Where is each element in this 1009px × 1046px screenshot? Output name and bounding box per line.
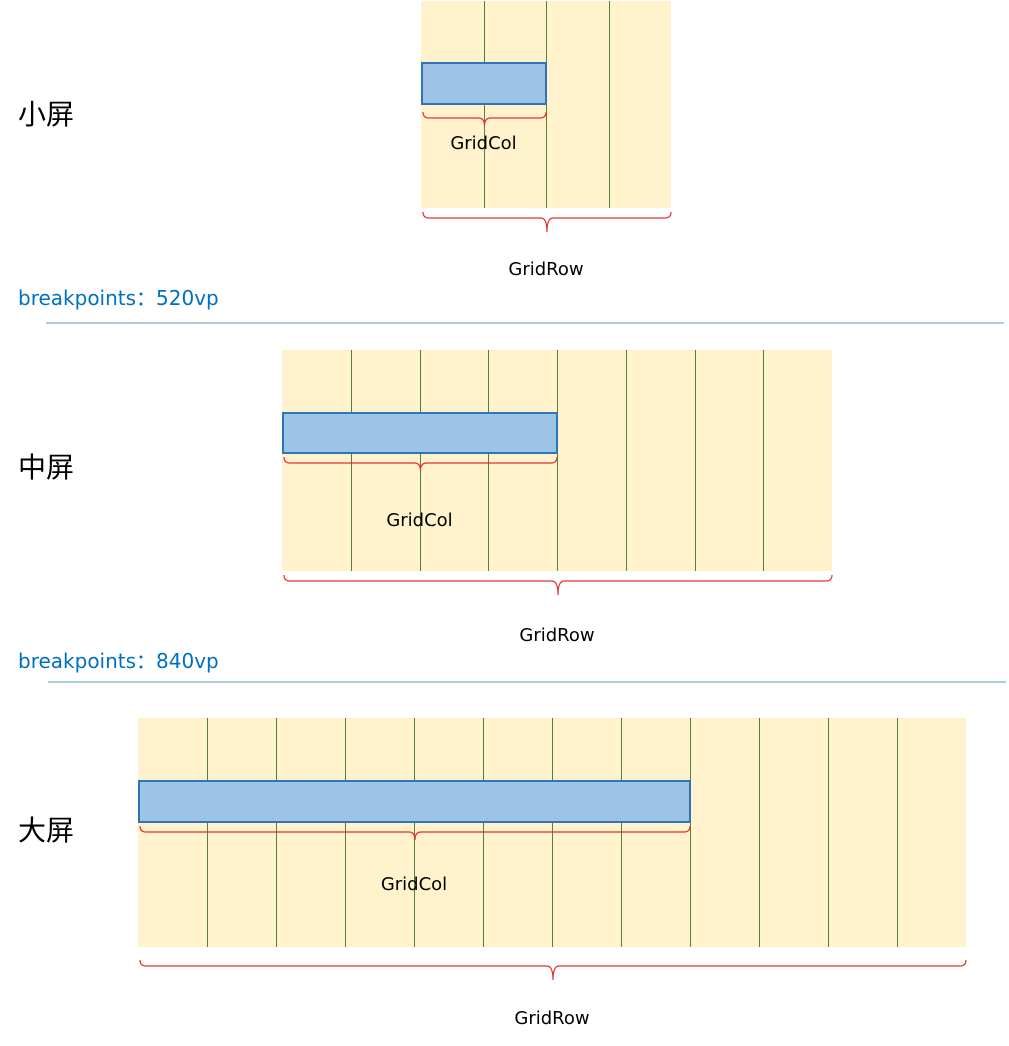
sections-layer: 小屏GridColGridRow中屏GridColGridRow大屏GridCo…	[18, 1, 967, 1029]
gridrow-label-large: GridRow	[514, 1008, 589, 1029]
screen-label-medium: 中屏	[18, 451, 74, 484]
gridcol-brace-large	[139, 825, 691, 841]
gridcol-brace-medium	[283, 456, 558, 472]
gridcol-label-small: GridCol	[450, 133, 516, 154]
gridcol-bar-small	[421, 62, 547, 105]
screen-label-large: 大屏	[18, 814, 74, 847]
gridcol-bar-medium	[282, 412, 558, 454]
breakpoint-520-label: breakpoints：520vp	[18, 286, 219, 310]
breakpoint-840-label: breakpoints：840vp	[18, 649, 219, 673]
gridrow-brace-small	[422, 211, 672, 233]
gridrow-brace-medium	[283, 574, 833, 596]
gridcol-label-large: GridCol	[381, 874, 447, 895]
screen-label-small: 小屏	[18, 98, 74, 131]
gridrow-label-small: GridRow	[508, 259, 583, 280]
gridrow-brace-large	[139, 959, 967, 981]
gridcol-bar-large	[138, 780, 691, 823]
gridrow-label-medium: GridRow	[519, 625, 594, 646]
gridcol-label-medium: GridCol	[386, 510, 452, 531]
gridcol-brace-small	[422, 111, 547, 127]
